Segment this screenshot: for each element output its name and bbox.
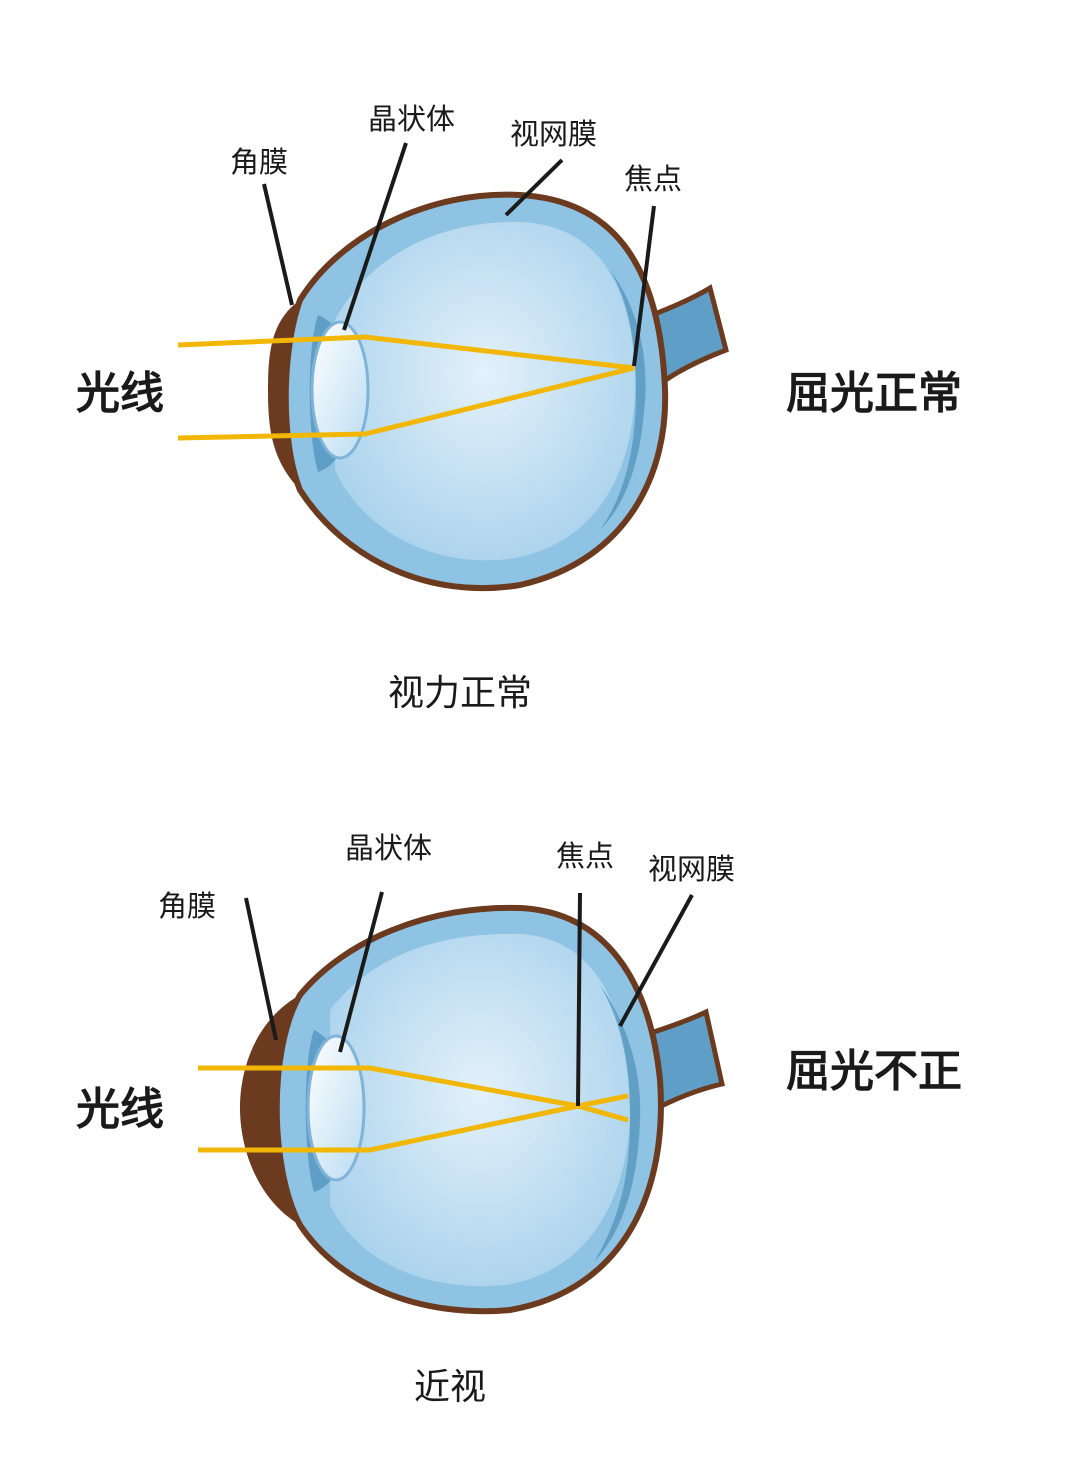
normal-lens-shape [310,320,370,460]
normal-vitreous [335,221,636,561]
normal-label-retina: 视网膜 [510,117,598,151]
normal-pointer-lens [342,142,408,331]
myopia-pointer-focus [576,892,582,1107]
myopia-label-cornea: 角膜 [158,889,217,923]
normal-status-label: 屈光正常 [786,368,962,419]
normal-label-cornea: 角膜 [230,145,289,179]
myopia-lens-shape [306,1034,366,1182]
myopia-ray-top [198,1065,629,1123]
normal-ray-bottom [177,365,635,441]
myopia-pointer-lens [338,891,384,1053]
normal-ray-top [177,334,635,371]
normal-pointer-cornea [262,183,294,306]
normal-retina-band [600,270,646,530]
myopia-label-lens: 晶状体 [345,831,433,865]
normal-pointer-retina [504,158,564,217]
normal-light-label: 光线 [76,368,164,419]
normal-label-focus: 焦点 [624,162,683,196]
myopia-status-label: 屈光不正 [786,1046,962,1097]
myopia-pointer-cornea [244,897,278,1041]
myopia-light-label: 光线 [76,1084,164,1135]
normal-caption: 视力正常 [388,673,533,714]
myopia-caption: 近视 [414,1367,487,1408]
myopia-eye [198,891,725,1315]
normal-label-lens: 晶状体 [368,102,456,136]
myopia-label-retina: 视网膜 [648,852,736,886]
myopia-label-focus: 焦点 [556,839,615,873]
normal-eye [177,142,729,592]
myopia-vitreous [330,933,631,1287]
normal-pointer-focus [632,205,656,367]
myopia-ray-bottom [198,1093,629,1153]
myopia-pointer-retina [618,894,694,1027]
myopia-retina-band [594,985,641,1262]
